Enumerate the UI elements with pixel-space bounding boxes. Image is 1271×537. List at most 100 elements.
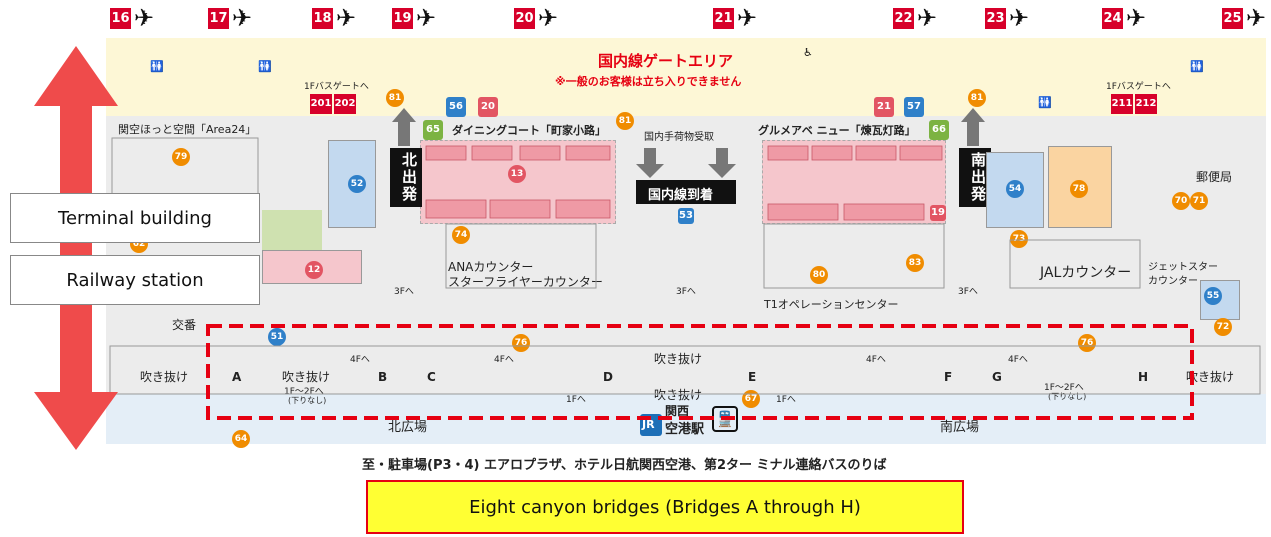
jetstar-counter-label-2: カウンター <box>1148 276 1198 287</box>
area24-label: 関空ほっと空間「Area24」 <box>118 123 257 136</box>
facility-72: 72 <box>1214 318 1232 336</box>
gate-area <box>106 38 1266 116</box>
police-box-label: 交番 <box>172 318 197 332</box>
canyon-bridge-zone-outline <box>206 324 1194 420</box>
railway-station-callout: Railway station <box>10 255 260 305</box>
bridge-e[interactable]: E <box>748 370 757 384</box>
atrium-label: 吹き抜け <box>1186 370 1235 384</box>
canyon-bridge-outlines <box>109 137 1261 395</box>
to-1f-label: 1Fへ <box>566 395 586 405</box>
terminal-building-callout: Terminal building <box>10 193 260 243</box>
gate-21[interactable]: 21 <box>713 8 734 29</box>
star-flyer-counter-label: スターフライヤーカウンター <box>448 275 603 289</box>
dining-court-label: ダイニングコート「町家小路」 <box>452 124 606 137</box>
facility-81: 81 <box>616 112 634 130</box>
restroom-icon: 🚻 <box>258 60 272 73</box>
facility-80: 80 <box>810 266 828 284</box>
airplane-icon: ✈ <box>336 4 357 32</box>
gate-code-202: 202 <box>334 94 356 114</box>
domestic-gate-area-notice: ※一般のお客様は立ち入りできません <box>555 75 742 88</box>
arrival-arrows <box>392 108 985 178</box>
facility-79: 79 <box>172 148 190 166</box>
facility-76: 76 <box>1078 334 1096 352</box>
gate-code-211: 211 <box>1111 94 1133 114</box>
gate-19[interactable]: 19 <box>392 8 413 29</box>
airplane-icon: ✈ <box>1246 4 1267 32</box>
station-name-line2: 空港駅 <box>665 422 705 437</box>
facility-51: 51 <box>268 328 286 346</box>
airplane-icon: ✈ <box>737 4 758 32</box>
bridge-h[interactable]: H <box>1138 370 1149 384</box>
facility-53: 53 <box>678 208 694 224</box>
airplane-icon: ✈ <box>1009 4 1030 32</box>
bridge-g[interactable]: G <box>992 370 1002 384</box>
to-1f-2f-label: 1F～2Fへ <box>1044 383 1084 393</box>
facility-12: 12 <box>305 261 323 279</box>
bridge-c[interactable]: C <box>427 370 436 384</box>
facility-66: 66 <box>929 120 949 140</box>
gate-code-212: 212 <box>1135 94 1157 114</box>
domestic-baggage-claim: 国内手荷物受取 <box>644 132 714 143</box>
gate-25[interactable]: 25 <box>1222 8 1243 29</box>
restroom-icon: 🚻 <box>1038 96 1052 109</box>
to-1f-2f-label: 1F～2Fへ <box>284 387 324 397</box>
to-4f-label: 4Fへ <box>494 355 514 365</box>
restroom-icon: 🚻 <box>150 60 164 73</box>
gate-18[interactable]: 18 <box>312 8 333 29</box>
domestic-gate-area-title: 国内線ゲートエリア <box>598 52 734 70</box>
bridge-f[interactable]: F <box>944 370 953 384</box>
gate-20[interactable]: 20 <box>514 8 535 29</box>
gate-22[interactable]: 22 <box>893 8 914 29</box>
bridge-a[interactable]: A <box>232 370 242 384</box>
gate-16[interactable]: 16 <box>110 8 131 29</box>
facility-65: 65 <box>423 120 443 140</box>
gourmet-avenue-label: グルメアベ ニュー「煉瓦灯路」 <box>758 124 916 137</box>
dining-stall-blocks <box>425 145 943 221</box>
no-down-label: (下りなし) <box>288 396 327 405</box>
facility-21: 21 <box>874 97 894 117</box>
to-4f-label: 4Fへ <box>350 355 370 365</box>
facility-54: 54 <box>1006 180 1024 198</box>
post-office-label: 郵便局 <box>1196 170 1233 184</box>
facility-81: 81 <box>968 89 986 107</box>
facility-76: 76 <box>512 334 530 352</box>
jr-logo-text: JR <box>642 418 655 431</box>
gate-code-201: 201 <box>310 94 332 114</box>
facility-83: 83 <box>906 254 924 272</box>
south-plaza-label: 南広場 <box>940 420 980 435</box>
facility-57: 57 <box>904 97 924 117</box>
facility-19: 19 <box>930 205 946 221</box>
station-name-line1: 関西 <box>665 404 690 418</box>
green-area-left <box>262 210 322 250</box>
to-4f-label: 4Fへ <box>1008 355 1028 365</box>
facility-73: 73 <box>1010 230 1028 248</box>
airplane-icon: ✈ <box>538 4 559 32</box>
atrium-label: 吹き抜け <box>282 370 331 384</box>
bus-gate-passage-right: 1Fバスゲートへ <box>1106 82 1171 92</box>
bus-gate-passage-left: 1Fバスゲートへ <box>304 82 369 92</box>
gate-23[interactable]: 23 <box>985 8 1006 29</box>
facility-78: 78 <box>1070 180 1088 198</box>
to-1f-label: 1Fへ <box>776 395 796 405</box>
bridge-b[interactable]: B <box>378 370 388 384</box>
ops-center-label: T1オペレーションセンター <box>764 298 899 311</box>
elevator-icon: ♿ <box>803 46 813 59</box>
facility-64: 64 <box>232 430 250 448</box>
no-down-label: (下りなし) <box>1048 392 1087 401</box>
to-3f-label: 3Fへ <box>394 287 414 297</box>
bridge-d[interactable]: D <box>603 370 613 384</box>
domestic-arrival-label: 国内線到着 <box>648 188 714 203</box>
gate-24[interactable]: 24 <box>1102 8 1123 29</box>
jetstar-counter-label-1: ジェットスター <box>1148 262 1218 273</box>
canyon-bridges-callout: Eight canyon bridges (Bridges A through … <box>366 480 964 534</box>
facility-13: 13 <box>508 165 526 183</box>
to-3f-label: 3Fへ <box>958 287 978 297</box>
terminal-to-station-arrow <box>34 46 118 450</box>
airplane-icon: ✈ <box>134 4 155 32</box>
facility-56: 56 <box>446 97 466 117</box>
gate-17[interactable]: 17 <box>208 8 229 29</box>
facility-81: 81 <box>386 89 404 107</box>
facility-71: 71 <box>1190 192 1208 210</box>
airplane-icon: ✈ <box>1126 4 1147 32</box>
